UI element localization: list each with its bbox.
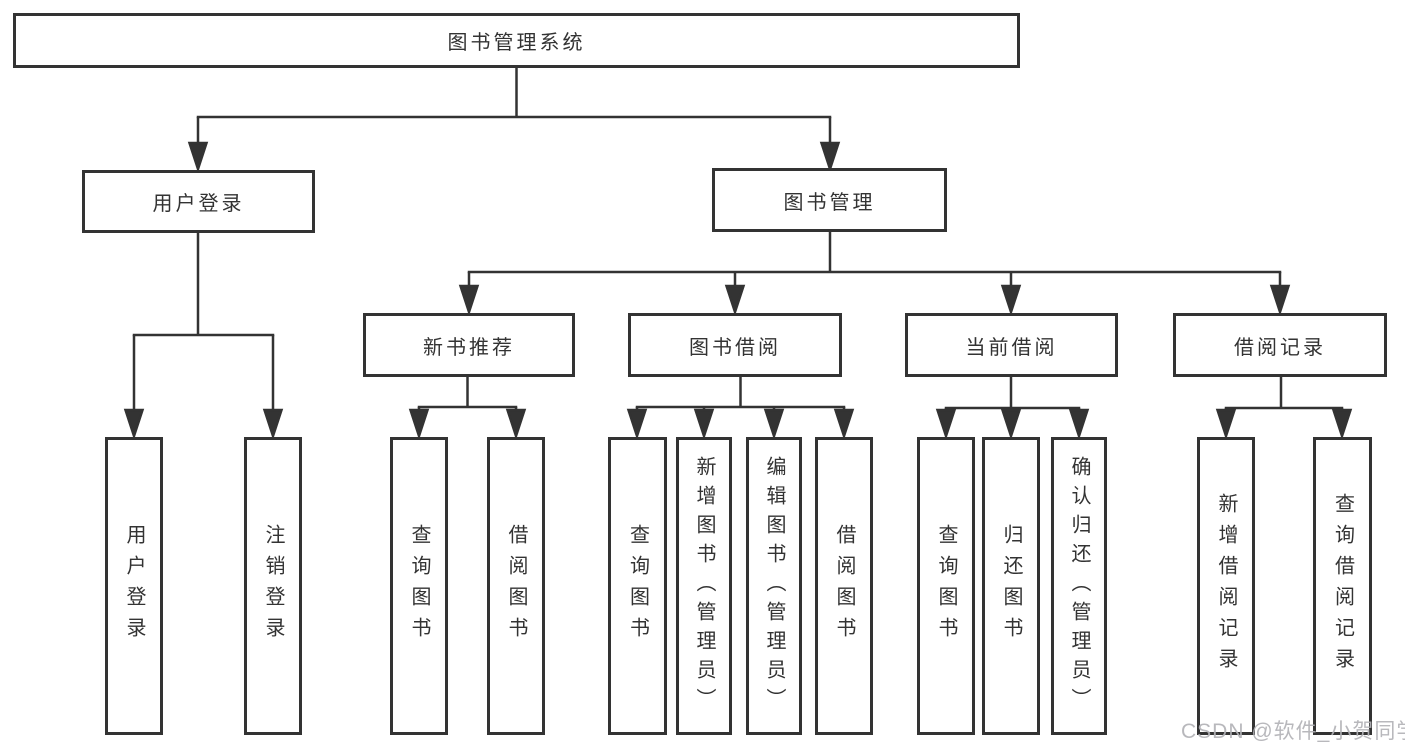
leaf-br-query-record: 查询借阅记录: [1313, 437, 1372, 735]
node-book-borrow: 图书借阅: [628, 313, 842, 377]
leaf-bb-edit-book: 编辑图书（管理员）: [746, 437, 802, 735]
node-current-borrow-label: 当前借阅: [965, 336, 1058, 359]
leaf-cb-confirm-return-label: 确认归还（管理员）: [1068, 455, 1090, 717]
leaf-br-add-record-label: 新增借阅记录: [1215, 493, 1237, 679]
leaf-rec-borrow-book: 借阅图书: [487, 437, 545, 735]
connector-user-login-branch: [123, 233, 284, 441]
leaf-rec-query-book-label: 查询图书: [408, 524, 430, 648]
leaf-bb-add-book: 新增图书（管理员）: [676, 437, 732, 735]
leaf-br-add-record: 新增借阅记录: [1197, 437, 1255, 735]
leaf-bb-borrow-book: 借阅图书: [815, 437, 873, 735]
node-root: 图书管理系统: [13, 13, 1020, 68]
leaf-bb-borrow-book-label: 借阅图书: [833, 524, 855, 648]
leaf-rec-borrow-book-label: 借阅图书: [505, 524, 527, 648]
leaf-bb-edit-book-label: 编辑图书（管理员）: [763, 455, 785, 717]
leaf-cb-return-book-label: 归还图书: [1000, 524, 1022, 648]
node-book-mgmt: 图书管理: [712, 168, 947, 232]
leaf-cb-query-book-label: 查询图书: [935, 524, 957, 648]
leaf-user-login: 用户登录: [105, 437, 163, 735]
leaf-user-login-label: 用户登录: [123, 524, 145, 648]
connector-root-branch: [187, 68, 841, 174]
node-borrow-record-label: 借阅记录: [1234, 336, 1326, 359]
node-user-login-label: 用户登录: [152, 193, 245, 215]
node-user-login: 用户登录: [82, 170, 315, 233]
leaf-logout-label: 注销登录: [262, 524, 284, 648]
node-new-book-rec-label: 新书推荐: [423, 336, 515, 359]
connector-new-book-rec-branch: [408, 377, 527, 441]
csdn-watermark: CSDN @软件_小贺同学: [1181, 720, 1405, 743]
leaf-bb-add-book-label: 新增图书（管理员）: [693, 455, 715, 717]
connector-book-mgmt-branch: [458, 232, 1291, 317]
node-new-book-rec: 新书推荐: [363, 313, 575, 377]
leaf-bb-query-book: 查询图书: [608, 437, 667, 735]
node-root-label: 图书管理系统: [447, 32, 586, 54]
leaf-cb-return-book: 归还图书: [982, 437, 1040, 735]
leaf-br-query-record-label: 查询借阅记录: [1331, 493, 1354, 679]
node-current-borrow: 当前借阅: [905, 313, 1118, 377]
node-book-mgmt-label: 图书管理: [783, 191, 876, 214]
leaf-cb-query-book: 查询图书: [917, 437, 975, 735]
node-book-borrow-label: 图书借阅: [689, 336, 781, 359]
connector-current-borrow-branch: [935, 377, 1090, 441]
leaf-rec-query-book: 查询图书: [390, 437, 448, 735]
leaf-cb-confirm-return: 确认归还（管理员）: [1051, 437, 1107, 735]
leaf-bb-query-book-label: 查询图书: [626, 524, 649, 648]
node-borrow-record: 借阅记录: [1173, 313, 1387, 377]
leaf-logout: 注销登录: [244, 437, 302, 735]
connector-book-borrow-branch: [626, 377, 855, 441]
connector-borrow-record-branch: [1215, 377, 1353, 441]
